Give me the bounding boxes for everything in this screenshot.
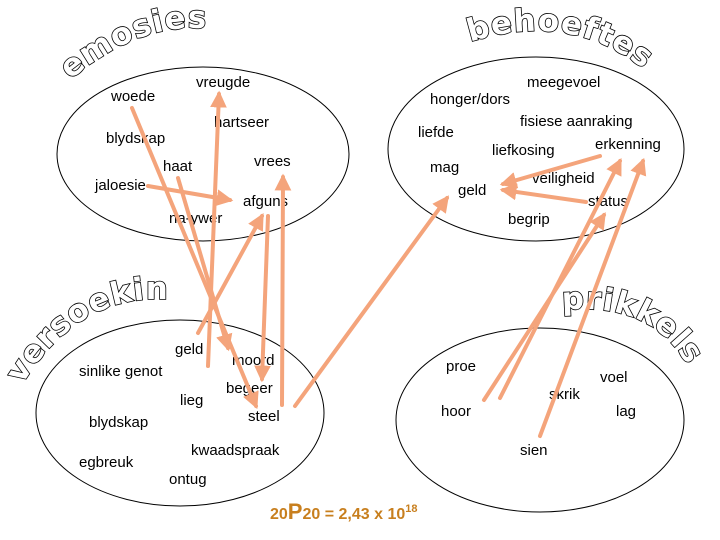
word-steel: steel bbox=[248, 408, 280, 425]
arrows bbox=[130, 90, 647, 438]
word-liefkosing: liefkosing bbox=[492, 142, 555, 159]
word-veiligheid: veiligheid bbox=[532, 170, 595, 187]
word-sinlike-genot: sinlike genot bbox=[79, 363, 163, 380]
arrow-afguns-begeer bbox=[254, 214, 271, 383]
word-haat: haat bbox=[163, 158, 193, 175]
word-afguns: afguns bbox=[243, 193, 288, 210]
word-geld-versoeking: geld bbox=[175, 341, 203, 358]
arrow-status-geld bbox=[499, 183, 588, 204]
prikkels-ellipse bbox=[395, 327, 685, 513]
arrow-erkenning-geld bbox=[499, 154, 602, 189]
word-blydskap-versoeking: blydskap bbox=[89, 414, 148, 431]
formula-rest: = 2,43 x 10 bbox=[320, 506, 405, 523]
word-ontug: ontug bbox=[169, 471, 207, 488]
word-hartseer: hartseer bbox=[214, 114, 269, 131]
arrow-hoor-erkenning bbox=[498, 158, 622, 400]
word-vrees: vrees bbox=[254, 153, 291, 170]
word-egbreuk: egbreuk bbox=[79, 454, 134, 471]
arrow-geld-afguns bbox=[196, 213, 264, 335]
arrow-jaloesie-afguns bbox=[146, 184, 234, 207]
emosies-ellipse bbox=[56, 66, 350, 242]
word-vreugde: vreugde bbox=[196, 74, 250, 91]
word-geld-behoefte: geld bbox=[458, 182, 486, 199]
arrow-woede-steel bbox=[130, 106, 259, 410]
word-mag: mag bbox=[430, 159, 459, 176]
behoeftes-ellipse bbox=[387, 56, 685, 242]
word-begrip: begrip bbox=[508, 211, 550, 228]
word-blydskap-emosie: blydskap bbox=[106, 130, 165, 147]
word-liefde: liefde bbox=[418, 124, 454, 141]
word-fisiese-aanraking: fisiese aanraking bbox=[520, 113, 633, 130]
word-voel: voel bbox=[600, 369, 628, 386]
arrow-haat-moord bbox=[176, 176, 233, 352]
arrow-begeer-vreugde bbox=[206, 90, 227, 368]
arrow-steel-vrees bbox=[274, 173, 292, 407]
word-woede: woede bbox=[110, 88, 155, 105]
word-lieg: lieg bbox=[180, 392, 203, 409]
word-lag: lag bbox=[616, 403, 636, 420]
word-jaloesie: jaloesie bbox=[94, 177, 146, 194]
formula-symbol: P bbox=[288, 499, 303, 524]
word-meegevoel: meegevoel bbox=[527, 74, 600, 91]
word-hoor: hoor bbox=[441, 403, 471, 420]
formula-base: 20 bbox=[270, 506, 288, 523]
formula-exponent: 18 bbox=[405, 503, 417, 515]
word-erkenning: erkenning bbox=[595, 136, 661, 153]
word-status: status bbox=[588, 193, 628, 210]
word-kwaadspraak: kwaadspraak bbox=[191, 442, 280, 459]
word-na-ywer: na-ywer bbox=[169, 210, 222, 227]
arrow-sien-erkenning bbox=[538, 157, 647, 438]
formula-sub: 20 bbox=[302, 506, 320, 523]
word-honger-dors: honger/dors bbox=[430, 91, 510, 108]
versoeking-ellipse bbox=[35, 319, 325, 507]
permutation-formula: 20P20 = 2,43 x 1018 bbox=[270, 499, 418, 524]
word-sien: sien bbox=[520, 442, 548, 459]
word-proe: proe bbox=[446, 358, 476, 375]
arrow-steel-geld bbox=[293, 195, 449, 408]
